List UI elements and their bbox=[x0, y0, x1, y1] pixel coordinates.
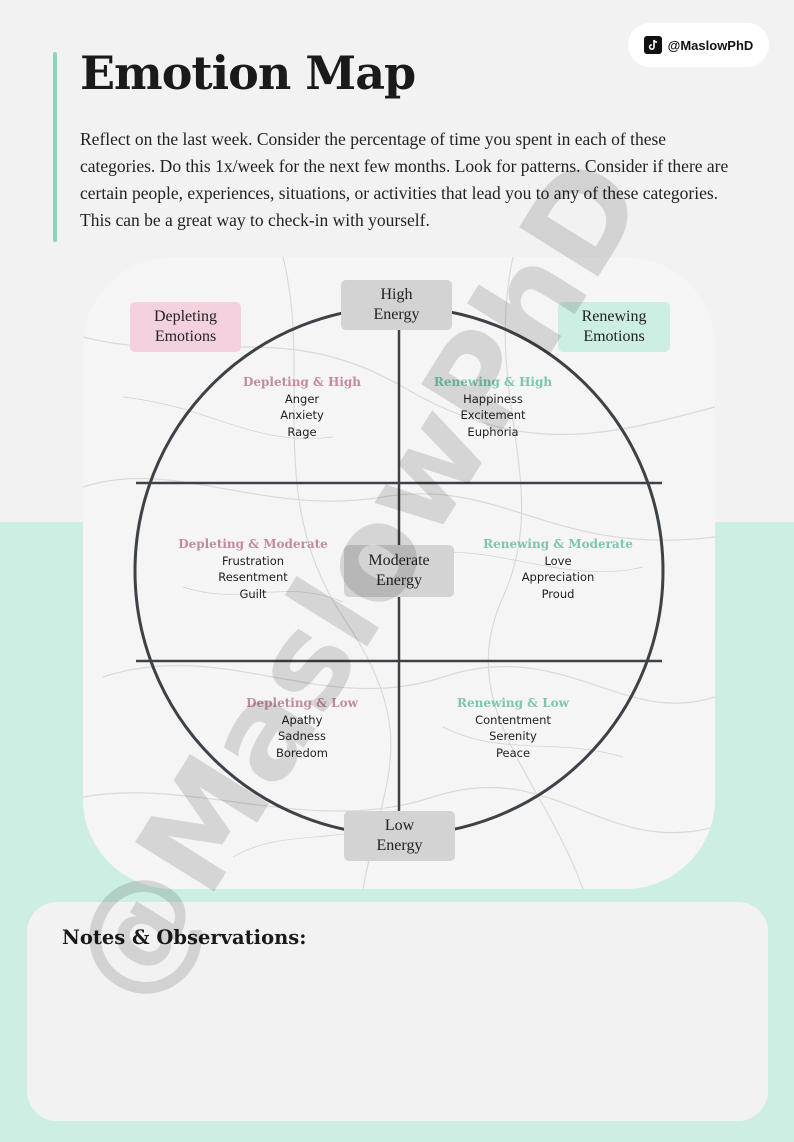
moderate-energy-label: Moderate Energy bbox=[344, 545, 454, 597]
depleting-line-1: Depleting bbox=[153, 308, 218, 325]
quadrant-title: Depleting & High bbox=[242, 375, 362, 389]
renewing-line-2: Emotions bbox=[583, 328, 645, 345]
emotion-item: Anger bbox=[284, 391, 320, 406]
high-energy-line-2: Energy bbox=[373, 306, 420, 323]
emotion-item: Excitement bbox=[460, 408, 526, 422]
quadrant-title: Renewing & Low bbox=[457, 696, 569, 710]
accent-bar bbox=[53, 52, 57, 242]
renewing-line-1: Renewing bbox=[581, 308, 647, 325]
emotion-item: Peace bbox=[495, 745, 531, 760]
depleting-emotions-label: Depleting Emotions bbox=[130, 302, 241, 352]
quadrant-title: Renewing & High bbox=[433, 375, 553, 389]
quadrant-renewing-high: Renewing & High Happiness Excitement Eup… bbox=[403, 374, 583, 440]
low-energy-label: Low Energy bbox=[344, 811, 455, 861]
quadrant-depleting-low: Depleting & Low Apathy Sadness Boredom bbox=[212, 695, 392, 761]
tiktok-icon bbox=[643, 36, 662, 54]
notes-title: Notes & Observations: bbox=[62, 926, 307, 949]
high-energy-label: High Energy bbox=[341, 280, 452, 330]
quadrant-title: Renewing & Moderate bbox=[483, 537, 633, 551]
quadrant-depleting-high: Depleting & High Anger Anxiety Rage bbox=[212, 374, 392, 440]
handle-text: @MaslowPhD bbox=[667, 37, 754, 53]
emotion-item: Apathy bbox=[281, 712, 323, 727]
low-energy-line-2: Energy bbox=[376, 837, 423, 854]
emotion-item: Anxiety bbox=[280, 408, 324, 422]
emotion-item: Contentment bbox=[475, 712, 551, 727]
emotion-item: Happiness bbox=[463, 391, 523, 406]
emotion-item: Love bbox=[544, 553, 572, 568]
low-energy-line-1: Low bbox=[384, 817, 415, 834]
tiktok-handle-badge[interactable]: @MaslowPhD bbox=[628, 23, 769, 67]
emotion-item: Frustration bbox=[221, 553, 285, 568]
quadrant-title: Depleting & Low bbox=[246, 696, 358, 710]
emotion-item: Rage bbox=[287, 424, 317, 439]
page-title: Emotion Map bbox=[80, 46, 416, 100]
quadrant-title: Depleting & Moderate bbox=[178, 537, 328, 551]
emotion-item: Serenity bbox=[489, 729, 537, 743]
moderate-energy-line-2: Energy bbox=[376, 572, 422, 589]
moderate-energy-line-1: Moderate bbox=[368, 552, 430, 569]
marble-panel: Depleting Emotions Renewing Emotions Hig… bbox=[83, 257, 715, 889]
quadrant-depleting-moderate: Depleting & Moderate Frustration Resentm… bbox=[163, 536, 343, 602]
intro-paragraph: Reflect on the last week. Consider the p… bbox=[80, 129, 729, 230]
emotion-item: Euphoria bbox=[467, 424, 519, 439]
depleting-line-2: Emotions bbox=[154, 328, 217, 345]
emotion-item: Proud bbox=[541, 586, 575, 601]
renewing-emotions-label: Renewing Emotions bbox=[558, 302, 670, 352]
emotion-item: Boredom bbox=[275, 745, 328, 760]
emotion-item: Resentment bbox=[218, 570, 288, 584]
quadrant-renewing-moderate: Renewing & Moderate Love Appreciation Pr… bbox=[468, 536, 648, 602]
emotion-item: Guilt bbox=[239, 586, 267, 601]
notes-panel[interactable] bbox=[27, 902, 768, 1121]
emotion-item: Sadness bbox=[278, 729, 326, 743]
emotion-item: Appreciation bbox=[521, 570, 595, 584]
high-energy-line-1: High bbox=[380, 286, 413, 303]
quadrant-renewing-low: Renewing & Low Contentment Serenity Peac… bbox=[423, 695, 603, 761]
